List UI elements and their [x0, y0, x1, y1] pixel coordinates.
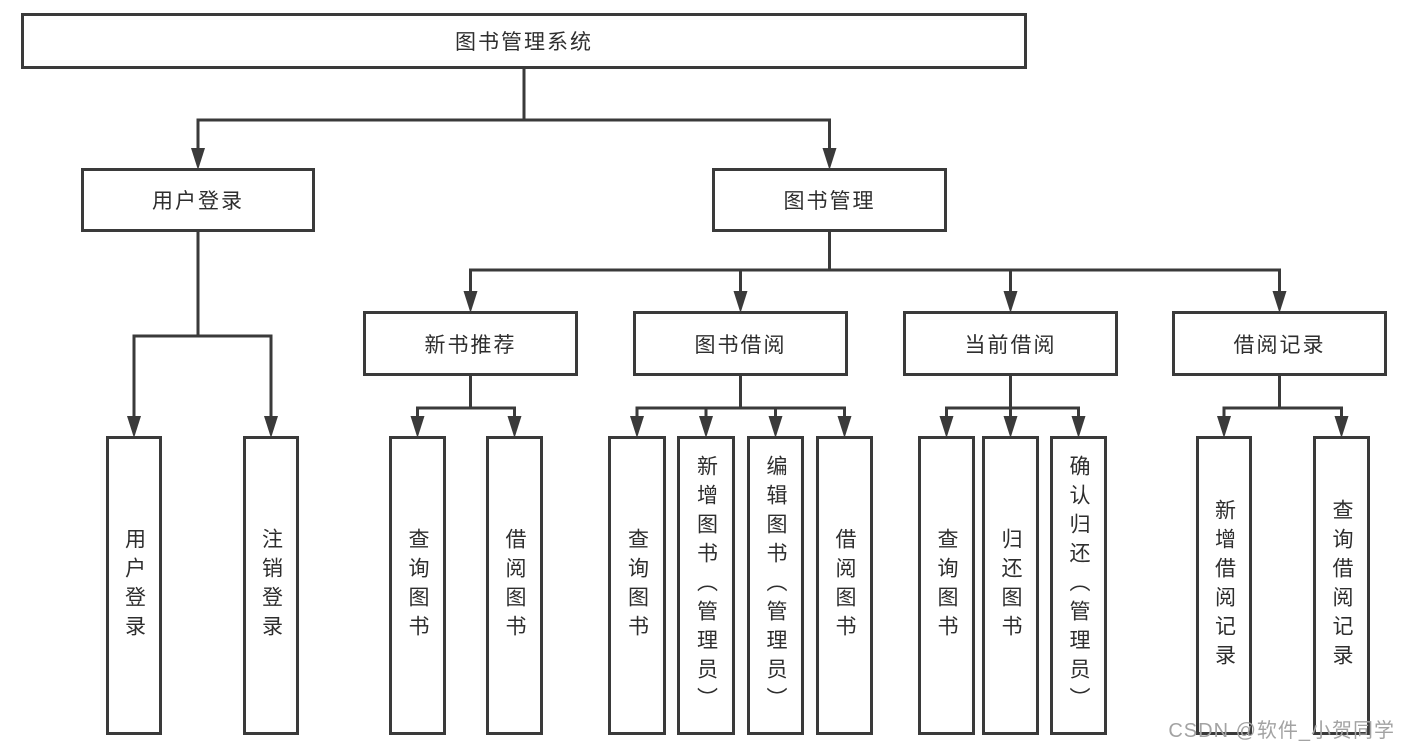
arrowhead-icon [264, 416, 278, 438]
arrowhead-icon [410, 416, 425, 438]
leaf-bb-borrow-book-label: 借阅图书 [833, 527, 856, 644]
leaf-bb-borrow-book-box: 借阅图书 [816, 436, 873, 735]
leaf-cb-confirm-return-box: 确认归还（管理员） [1050, 436, 1107, 735]
arrowhead-icon [1334, 416, 1349, 438]
leaf-cb-return-book-box: 归还图书 [982, 436, 1039, 735]
leaf-br-query-record-box: 查询借阅记录 [1313, 436, 1370, 735]
user-login-box: 用户登录 [81, 168, 315, 232]
leaf-cb-confirm-return-label: 确认归还（管理员） [1067, 455, 1090, 716]
leaf-bb-add-book-box: 新增图书（管理员） [677, 436, 735, 735]
new-book-recommend-box: 新书推荐 [363, 311, 578, 376]
leaf-bb-edit-book-box: 编辑图书（管理员） [747, 436, 804, 735]
arrowhead-icon [1003, 416, 1018, 438]
leaf-cb-return-book-label: 归还图书 [999, 527, 1022, 644]
book-management-label: 图书管理 [783, 190, 876, 213]
leaf-br-add-record-box: 新增借阅记录 [1196, 436, 1252, 735]
borrow-record-box: 借阅记录 [1172, 311, 1387, 376]
root-box: 图书管理系统 [21, 13, 1027, 69]
arrowhead-icon [822, 148, 837, 170]
arrowhead-icon [733, 291, 748, 313]
arrowhead-icon [1003, 291, 1018, 313]
arrowhead-icon [630, 416, 644, 438]
leaf-user-login-box: 用户登录 [106, 436, 162, 735]
arrowhead-icon [1071, 416, 1086, 438]
leaf-logout-label: 注销登录 [259, 527, 283, 644]
leaf-nbr-borrow-book-box: 借阅图书 [486, 436, 543, 735]
book-management-box: 图书管理 [712, 168, 947, 232]
arrowhead-icon [1217, 416, 1231, 438]
watermark: CSDN @软件_小贺同学 [1168, 720, 1395, 742]
leaf-bb-edit-book-label: 编辑图书（管理员） [764, 455, 787, 716]
leaf-bb-query-book-box: 查询图书 [608, 436, 666, 735]
leaf-nbr-borrow-book-label: 借阅图书 [503, 527, 526, 644]
borrow-record-label: 借阅记录 [1233, 333, 1326, 357]
leaf-user-login-label: 用户登录 [122, 527, 146, 644]
arrowhead-icon [1272, 291, 1287, 313]
arrowhead-icon [127, 416, 141, 438]
arrowhead-icon [939, 416, 954, 438]
arrowhead-icon [463, 291, 478, 313]
leaf-logout-box: 注销登录 [243, 436, 299, 735]
leaf-cb-query-book-label: 查询图书 [935, 527, 958, 644]
leaf-nbr-query-book-box: 查询图书 [389, 436, 446, 735]
root-label: 图书管理系统 [455, 31, 593, 54]
current-borrow-label: 当前借阅 [964, 333, 1057, 357]
leaf-nbr-query-book-label: 查询图书 [406, 527, 429, 644]
new-book-recommend-label: 新书推荐 [424, 333, 517, 357]
current-borrow-box: 当前借阅 [903, 311, 1118, 376]
leaf-br-query-record-label: 查询借阅记录 [1330, 498, 1353, 673]
arrowhead-icon [699, 416, 713, 438]
book-borrow-label: 图书借阅 [694, 333, 787, 357]
leaf-bb-add-book-label: 新增图书（管理员） [694, 455, 718, 716]
arrowhead-icon [837, 416, 852, 438]
leaf-cb-query-book-box: 查询图书 [918, 436, 975, 735]
leaf-bb-query-book-label: 查询图书 [625, 527, 649, 644]
leaf-br-add-record-label: 新增借阅记录 [1212, 498, 1236, 673]
user-login-label: 用户登录 [152, 190, 244, 213]
arrowhead-icon [768, 416, 783, 438]
book-borrow-box: 图书借阅 [633, 311, 848, 376]
arrowhead-icon [507, 416, 522, 438]
arrowhead-icon [191, 148, 205, 170]
